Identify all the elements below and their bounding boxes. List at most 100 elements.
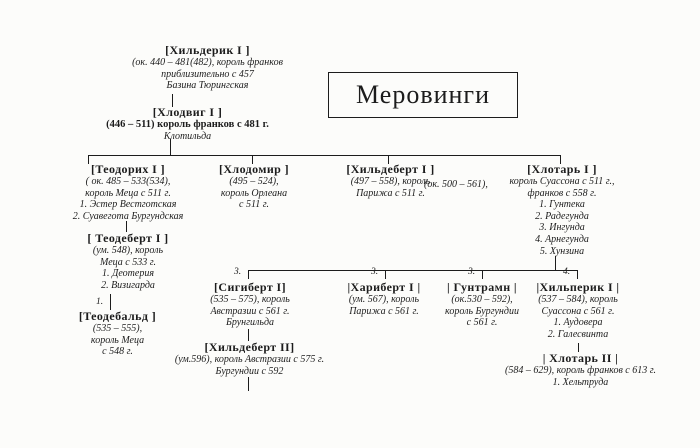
node-theuderic-i: [Теодорих I ] ( ок. 485 – 533(534),корол…: [58, 163, 198, 222]
person-detail-line: (584 – 629), король франков с 613 г.: [504, 365, 657, 376]
person-detail-line: приблизительно с 457: [161, 68, 254, 80]
connector-line: [248, 377, 249, 391]
connector-line: [555, 256, 556, 270]
person-name: [ Теодеберт I ]: [87, 231, 169, 245]
branch-number: 3.: [234, 267, 242, 277]
person-details: ( ок. 485 – 533(534),король Меца с 511 г…: [58, 176, 198, 222]
person-detail-line: 1. Хельтруда: [552, 376, 609, 388]
person-detail-line: 3. Ингунда: [539, 222, 585, 234]
node-chlothar-i: [Хлотарь I ] король Суассона с 511 г.,фр…: [493, 163, 631, 257]
person-name: [Хлодвиг I ]: [152, 105, 223, 119]
person-detail-line: с 511 г.: [239, 199, 269, 211]
person-detail-line: (ум.596), король Австразии с 575 г.: [174, 354, 325, 365]
person-detail-line: (446 – 511) король франков с 481 г.: [106, 119, 269, 130]
connector-line: [126, 221, 127, 232]
person-detail-line: (497 – 558), король: [350, 176, 431, 187]
person-name: [Теодебальд ]: [78, 309, 157, 323]
person-detail-line: 4. Арнегунда: [535, 233, 589, 245]
diagram-title-box: Меровинги: [328, 72, 518, 118]
branch-number: 4.: [563, 267, 571, 277]
connector-line: [252, 155, 253, 164]
person-detail-line: с 548 г.: [102, 346, 133, 358]
person-detail-line: ( ок. 485 – 533(534),: [85, 176, 171, 187]
connector-line: [385, 270, 386, 279]
person-detail-line: король Орлеана: [220, 187, 288, 199]
person-name: [Хильдерик I ]: [165, 43, 250, 57]
connector-line: [172, 94, 173, 107]
connector-line: [577, 270, 578, 279]
chlothar-i-dates: (ок. 500 – 561),: [424, 179, 488, 190]
connector-line: [578, 343, 579, 352]
connector-line: [88, 155, 89, 164]
person-name: |Хариберт I |: [347, 280, 421, 294]
person-detail-line: 2. Визигарда: [101, 279, 155, 291]
connector-line: [88, 155, 561, 156]
person-detail-line: (ок. 440 – 481(482), король франков: [132, 57, 283, 68]
person-detail-line: Суассона с 561 г.: [541, 305, 615, 317]
node-guntram: | Гунтрамн | (ок.530 – 592),король Бургу…: [430, 281, 534, 329]
person-detail-line: (ум. 548), король: [92, 245, 164, 256]
person-detail-line: 2. Галесвинта: [547, 328, 609, 340]
person-name: | Хлотарь II |: [542, 351, 619, 365]
person-detail-line: Бургундии с 592: [215, 365, 284, 377]
connector-line: [560, 155, 561, 164]
person-details: король Суассона с 511 г.,франков с 558 г…: [493, 176, 631, 257]
person-name: | Гунтрамн |: [447, 280, 517, 294]
branch-number: 1.: [96, 297, 104, 307]
person-detail-line: франков с 558 г.: [527, 187, 597, 199]
connector-line: [388, 155, 389, 164]
person-detail-line: с 561 г.: [466, 317, 498, 329]
connector-line: [482, 270, 483, 279]
person-detail-line: 1. Эстер Вестготская: [79, 199, 177, 211]
person-detail-line: Меца с 533 г.: [100, 256, 156, 268]
person-detail-line: 2. Радегунда: [535, 210, 589, 222]
connector-line: [170, 139, 171, 156]
connector-line: [248, 270, 249, 279]
person-detail-line: (537 – 584), король: [538, 294, 618, 305]
person-detail-line: (535 – 555),: [92, 323, 143, 334]
person-name: [Хильдеберт I ]: [346, 162, 435, 176]
person-details: (584 – 629), король франков с 613 г.1. Х…: [498, 365, 663, 388]
connector-line: [248, 329, 249, 341]
person-detail-line: (535 – 575), король: [210, 294, 290, 305]
person-detail-line: Парижа с 561 г.: [349, 305, 419, 317]
person-detail-line: 1. Гунтека: [539, 199, 585, 211]
person-name: [Теодорих I ]: [90, 162, 166, 176]
person-detail-line: Базина Тюрингская: [166, 80, 249, 92]
node-clovis-i: [Хлодвиг I ] (446 – 511) король франков …: [85, 106, 290, 142]
person-detail-line: Брунгильда: [225, 317, 275, 329]
person-detail-line: (ок.530 – 592),: [451, 294, 513, 305]
node-childebert-ii: [Хильдеберт II] (ум.596), король Австраз…: [172, 341, 327, 377]
node-chlothar-ii: | Хлотарь II | (584 – 629), король франк…: [498, 352, 663, 388]
person-detail-line: Парижа с 511 г.: [356, 187, 425, 199]
person-detail-line: Клотильда: [163, 130, 212, 142]
person-detail-line: 1. Аудовера: [553, 317, 603, 329]
person-detail-line: король Суассона с 511 г.,: [509, 176, 615, 187]
connector-line: [110, 294, 111, 310]
person-detail-line: король Бургундии: [445, 305, 519, 317]
node-childeric-i: [Хильдерик I ] (ок. 440 – 481(482), коро…: [95, 44, 320, 92]
person-name: [Сигиберт I]: [214, 280, 286, 294]
person-detail-line: (ум. 567), король: [348, 294, 420, 305]
person-detail-line: 2. Суавегота Бургундская: [72, 210, 184, 222]
person-detail-line: 5. Хунзина: [539, 245, 585, 257]
person-detail-line: Австразии с 561 г.: [210, 305, 290, 317]
branch-number: 3.: [371, 267, 379, 277]
person-name: [Хлодомир ]: [218, 162, 290, 176]
person-name: |Хильперик I |: [536, 280, 620, 294]
